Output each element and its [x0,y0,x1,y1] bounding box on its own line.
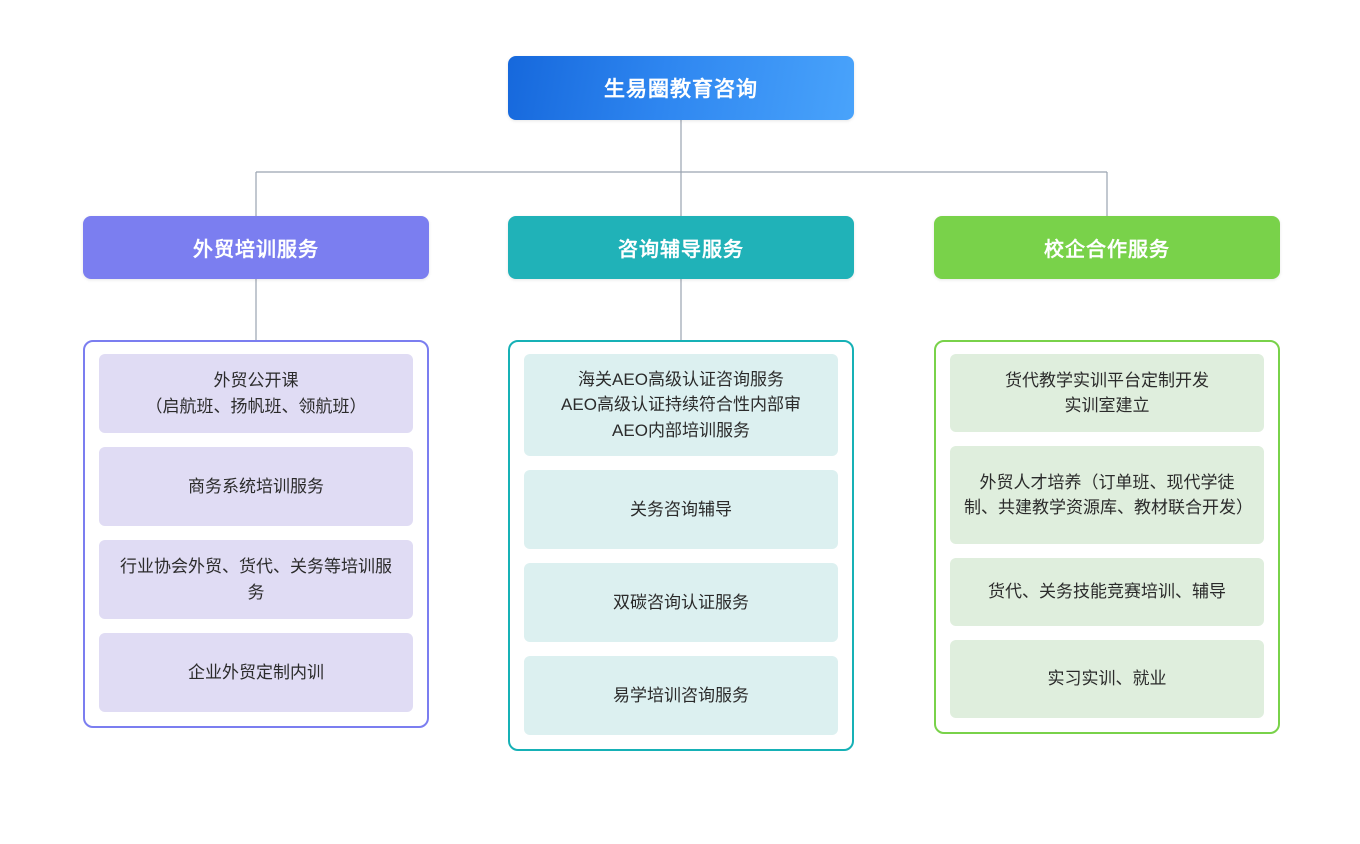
branch-item[interactable]: 实习实训、就业 [950,640,1264,718]
branch-item[interactable]: 外贸人才培养（订单班、现代学徒制、共建教学资源库、教材联合开发） [950,446,1264,544]
branch-items-container-waimao-peixun: 外贸公开课 （启航班、扬帆班、领航班） 商务系统培训服务 行业协会外贸、货代、关… [83,340,429,728]
branch-header-waimao-peixun[interactable]: 外贸培训服务 [83,216,429,279]
branch-item[interactable]: 企业外贸定制内训 [99,633,413,712]
branch-item[interactable]: 货代教学实训平台定制开发 实训室建立 [950,354,1264,432]
branch-item[interactable]: 海关AEO高级认证咨询服务 AEO高级认证持续符合性内部审 AEO内部培训服务 [524,354,838,456]
branch-items-container-zixun-fudao: 海关AEO高级认证咨询服务 AEO高级认证持续符合性内部审 AEO内部培训服务 … [508,340,854,751]
branch-item[interactable]: 关务咨询辅导 [524,470,838,549]
branch-item[interactable]: 货代、关务技能竞赛培训、辅导 [950,558,1264,626]
branch-item[interactable]: 行业协会外贸、货代、关务等培训服务 [99,540,413,619]
branch-header-label: 校企合作服务 [1044,239,1170,261]
branch-header-xiaoqi-hezuo[interactable]: 校企合作服务 [934,216,1280,279]
branch-item[interactable]: 双碳咨询认证服务 [524,563,838,642]
branch-item[interactable]: 易学培训咨询服务 [524,656,838,735]
branch-column-zixun-fudao: 咨询辅导服务 海关AEO高级认证咨询服务 AEO高级认证持续符合性内部审 AEO… [508,216,854,751]
branch-item[interactable]: 外贸公开课 （启航班、扬帆班、领航班） [99,354,413,433]
branch-header-zixun-fudao[interactable]: 咨询辅导服务 [508,216,854,279]
branch-item[interactable]: 商务系统培训服务 [99,447,413,526]
branch-column-xiaoqi-hezuo: 校企合作服务 货代教学实训平台定制开发 实训室建立 外贸人才培养（订单班、现代学… [934,216,1280,734]
root-node-label: 生易圈教育咨询 [604,78,758,101]
branch-header-label: 外贸培训服务 [193,239,319,261]
branch-column-waimao-peixun: 外贸培训服务 外贸公开课 （启航班、扬帆班、领航班） 商务系统培训服务 行业协会… [83,216,429,728]
branch-header-label: 咨询辅导服务 [618,239,744,261]
root-node[interactable]: 生易圈教育咨询 [508,56,854,120]
branch-items-container-xiaoqi-hezuo: 货代教学实训平台定制开发 实训室建立 外贸人才培养（订单班、现代学徒制、共建教学… [934,340,1280,734]
